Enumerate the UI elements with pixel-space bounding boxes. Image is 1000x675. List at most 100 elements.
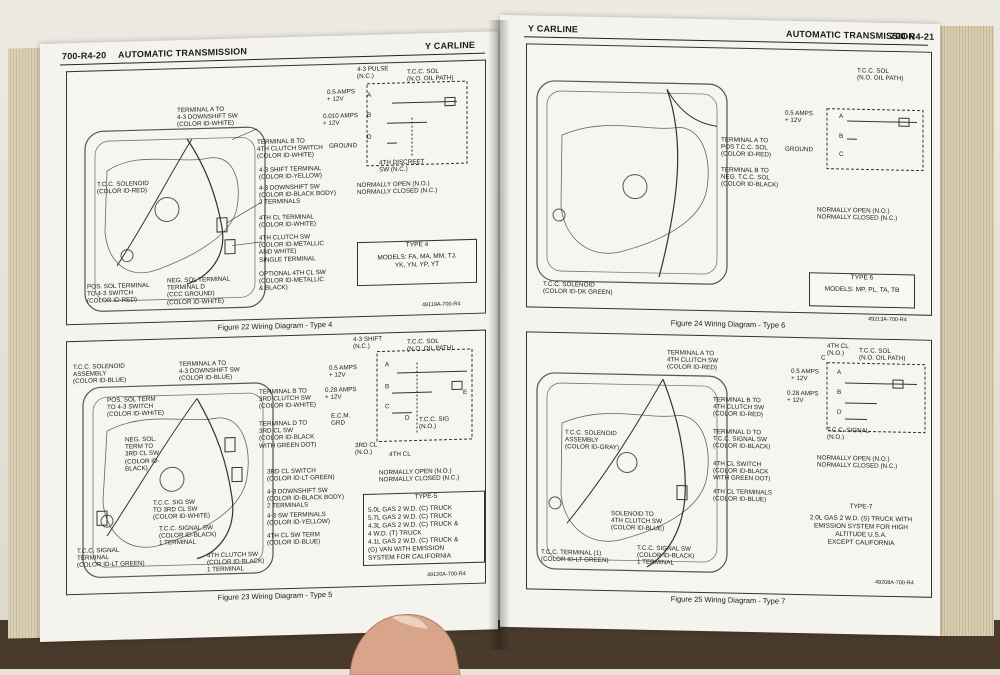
label-terminal-d: TERMINAL D TO 3RD CL SW (COLOR ID-BLACK … (259, 419, 316, 449)
label-43-pulse: 4-3 PULSE (N.C.) (357, 65, 389, 80)
label-43-sw-terminals: 4-3 SW TERMINALS (COLOR ID-YELLOW) (267, 511, 330, 527)
label-terminal-a: TERMINAL A TO 4TH CLUTCH SW (COLOR ID-RE… (667, 349, 718, 372)
label-tcc-solenoid: T.C.C. SOLENOID (COLOR ID-DK GREEN) (543, 281, 613, 297)
label-tcc-sol: T.C.C. SOL (N.O. OIL PATH) (857, 67, 903, 82)
page-number-right: 700-R4-21 (890, 31, 934, 42)
page-number-left: 700-R4-20 (62, 50, 106, 61)
pin-c: C (839, 151, 844, 158)
pin-a: A (839, 113, 843, 120)
label-ground: GROUND (329, 142, 357, 150)
label-pos-sol-term: POS. SOL TERM TO 4-3 SWITCH (COLOR ID-WH… (107, 396, 164, 419)
type-4-title: TYPE 4 (358, 240, 476, 251)
label-tcc-sol: T.C.C. SOL (N.O. OIL PATH) (859, 347, 905, 362)
label-terminal-b: TERMINAL B TO NEG. T.C.C. SOL (COLOR ID-… (721, 166, 778, 189)
type-6-title: TYPE 6 (810, 273, 914, 283)
label-solenoid-assembly: T.C.C. SOLENOID ASSEMBLY (COLOR ID-GRAY) (565, 429, 619, 452)
label-terminal-b: TERMINAL B TO 3RD CLUTCH SW (COLOR ID-WH… (259, 387, 316, 410)
label-4th-clutch: 4TH CLUTCH SW (COLOR ID-METALLIC AND WHI… (259, 233, 324, 264)
label-05-amps: 0.5 AMPS + 12V (785, 110, 813, 125)
section-title-left: AUTOMATIC TRANSMISSION (118, 46, 247, 60)
pin-a: A (837, 369, 841, 376)
type-4-models: MODELS: FA, MA, MM, TJ, YK, YN, YP, YT (358, 252, 476, 271)
figure-25-code: 49208A-700-R4 (875, 580, 914, 587)
pin-c: C (821, 355, 826, 362)
label-4th-cl-terminals: 4TH CL TERMINALS (COLOR ID-BLUE) (713, 488, 772, 504)
label-43-shift: 4-3 SHIFT (N.C.) (353, 335, 382, 350)
type-4-box: TYPE 4 MODELS: FA, MA, MM, TJ, YK, YN, Y… (357, 239, 477, 286)
label-4th-cl: 4TH CL (389, 451, 411, 459)
label-tcc-sig: T.C.C. SIG (N.O.) (419, 416, 449, 431)
label-tcc-solenoid: T.C.C. SOLENOID (COLOR ID-RED) (97, 180, 149, 196)
type-7-box: TYPE-7 2.0L GAS 2 W.D. (S) TRUCK WITH EM… (799, 502, 923, 555)
pin-e: E (463, 389, 467, 396)
label-43-downshift: 4-3 DOWNSHIFT SW (COLOR ID-BLACK BODY) 2… (267, 487, 344, 511)
label-4th-cl-switch: 4TH CL SWITCH (COLOR ID-BLACK WITH GREEN… (713, 460, 770, 483)
figure-23-panel: T.C.C. SOLENOID ASSEMBLY (COLOR ID-BLUE)… (66, 330, 486, 596)
label-normally: NORMALLY OPEN (N.O.) NORMALLY CLOSED (N.… (379, 467, 459, 484)
carline-title-left: Y CARLINE (425, 40, 475, 51)
figure-24-panel: T.C.C. SOL (N.O. OIL PATH) 0.5 AMPS + 12… (526, 43, 932, 316)
pin-d: D (837, 409, 842, 416)
type-5-box: TYPE-5 5.0L GAS 2 W.D. (C) TRUCK 5.7L GA… (363, 491, 485, 566)
label-tcc-sig-sw: T.C.C. SIG SW TO 3RD CL SW (COLOR ID-WHI… (153, 498, 210, 521)
pin-d: D (367, 134, 372, 141)
pin-b: B (367, 112, 371, 119)
figure-22-panel: 4-3 PULSE (N.C.) T.C.C. SOL (N.O. OIL PA… (66, 60, 486, 326)
figure-22-code: 49119A-700-R4 (422, 301, 460, 308)
label-terminal-b: TERMINAL B TO 4TH CLUTCH SW (COLOR ID-RE… (713, 396, 764, 419)
left-page: 700-R4-20 AUTOMATIC TRANSMISSION Y CARLI… (40, 31, 498, 642)
label-normally: NORMALLY OPEN (N.O.) NORMALLY CLOSED (N.… (357, 180, 437, 197)
label-tcc-signal-sw: T.C.C. SIGNAL SW (COLOR ID-BLACK) 1 TERM… (637, 545, 694, 568)
label-normally: NORMALLY OPEN (N.O.) NORMALLY CLOSED (N.… (817, 206, 897, 222)
type-5-models: 5.0L GAS 2 W.D. (C) TRUCK 5.7L GAS 2 W.D… (368, 504, 484, 563)
carline-title-right: Y CARLINE (528, 23, 578, 34)
label-4th-clutch-sw: 4TH CLUTCH SW (COLOR ID-BLACK) 1 TERMINA… (207, 551, 264, 574)
label-4th-cl-terminal: 4TH CL TERMINAL (COLOR ID-WHITE) (259, 213, 316, 229)
figure-25-panel: TERMINAL A TO 4TH CLUTCH SW (COLOR ID-RE… (526, 331, 932, 598)
label-normally: NORMALLY OPEN (N.O.) NORMALLY CLOSED (N.… (817, 454, 897, 470)
pin-b: B (837, 389, 841, 396)
label-terminal-a: TERMINAL A TO POS T.C.C. SOL (COLOR ID-R… (721, 136, 771, 159)
pin-a: A (367, 92, 371, 99)
label-43-shift: 4-3 SHIFT TERMINAL (COLOR ID-YELLOW) (259, 165, 322, 181)
figure-23-code: 49120A-700-R4 (427, 571, 466, 578)
pin-c: C (385, 403, 390, 410)
pin-b: B (839, 133, 843, 140)
label-05-amps: 0.5 AMPS + 12V (329, 364, 357, 379)
label-terminal-a: TERMINAL A TO 4-3 DOWNSHIFT SW (COLOR ID… (177, 105, 238, 128)
label-tcc-signal-sw: T.C.C. SIGNAL SW (COLOR ID-BLACK) 1 TERM… (159, 524, 216, 547)
pin-d: D (405, 415, 410, 422)
label-0010-amps: 0.010 AMPS + 12V (323, 112, 358, 127)
type-7-title: TYPE-7 (799, 502, 923, 513)
label-terminal-a: TERMINAL A TO 4-3 DOWNSHIFT SW (COLOR ID… (179, 359, 240, 382)
label-05-amps: 0.5 AMPS + 12V (791, 368, 819, 383)
right-page: Y CARLINE AUTOMATIC TRANSMISSION 700-R4-… (500, 15, 940, 636)
thumb (340, 605, 470, 675)
type-6-box: TYPE 6 MODELS: MP, PL, TA, TB (809, 272, 915, 308)
book-page-edges-right (936, 26, 994, 636)
book-gutter-shadow (488, 20, 510, 650)
label-ecm-grd: E.C.M. GRD (331, 412, 350, 427)
label-4th-cl: 4TH CL (N.O.) (827, 343, 849, 358)
label-3rd-cl: 3RD CL (N.O.) (355, 442, 377, 457)
label-pos-sol: POS. SOL TERMINAL TO 4-3 SWITCH (COLOR I… (87, 282, 150, 305)
type-5-title: TYPE-5 (368, 492, 484, 503)
label-optional: OPTIONAL 4TH CL SW (COLOR ID-METALLIC & … (259, 269, 326, 292)
label-43-downshift: 4-3 DOWNSHIFT SW (COLOR ID-BLACK BODY) 2… (259, 183, 336, 207)
label-ground: GROUND (785, 146, 813, 154)
pin-b: B (385, 383, 389, 390)
label-solenoid-to: SOLENOID TO 4TH CLUTCH SW (COLOR ID-BLUE… (611, 510, 664, 533)
type-7-models: 2.0L GAS 2 W.D. (S) TRUCK WITH EMISSION … (799, 514, 923, 549)
label-neg-sol: NEG. SOL TERMINAL TERMINAL D (CCC GROUND… (167, 276, 230, 307)
label-028-amps: 0.28 AMPS + 12V (325, 386, 357, 401)
label-tcc-signal: T.C.C. SIGNAL (N.O.) (827, 427, 869, 442)
label-3rd-cl-switch: 3RD CL SWITCH (COLOR ID-LT GREEN) (267, 467, 335, 483)
label-tcc-sol: T.C.C. SOL (N.O. OIL PATH) (407, 337, 453, 353)
label-028-amps: 0.28 AMPS + 12V (787, 390, 819, 405)
label-4th-cl-sw-term: 4TH CL SW TERM (COLOR ID-BLUE) (267, 531, 320, 547)
label-05-amps: 0.5 AMPS + 12V (327, 88, 355, 103)
type-6-models: MODELS: MP, PL, TA, TB (810, 285, 914, 295)
label-solenoid-assembly: T.C.C. SOLENOID ASSEMBLY (COLOR ID-BLUE) (73, 363, 126, 386)
label-neg-sol-term: NEG. SOL. TERM TO 3RD CL SW (COLOR ID- B… (125, 436, 160, 473)
label-terminal-b: TERMINAL B TO 4TH CLUTCH SWITCH (COLOR I… (257, 137, 323, 160)
